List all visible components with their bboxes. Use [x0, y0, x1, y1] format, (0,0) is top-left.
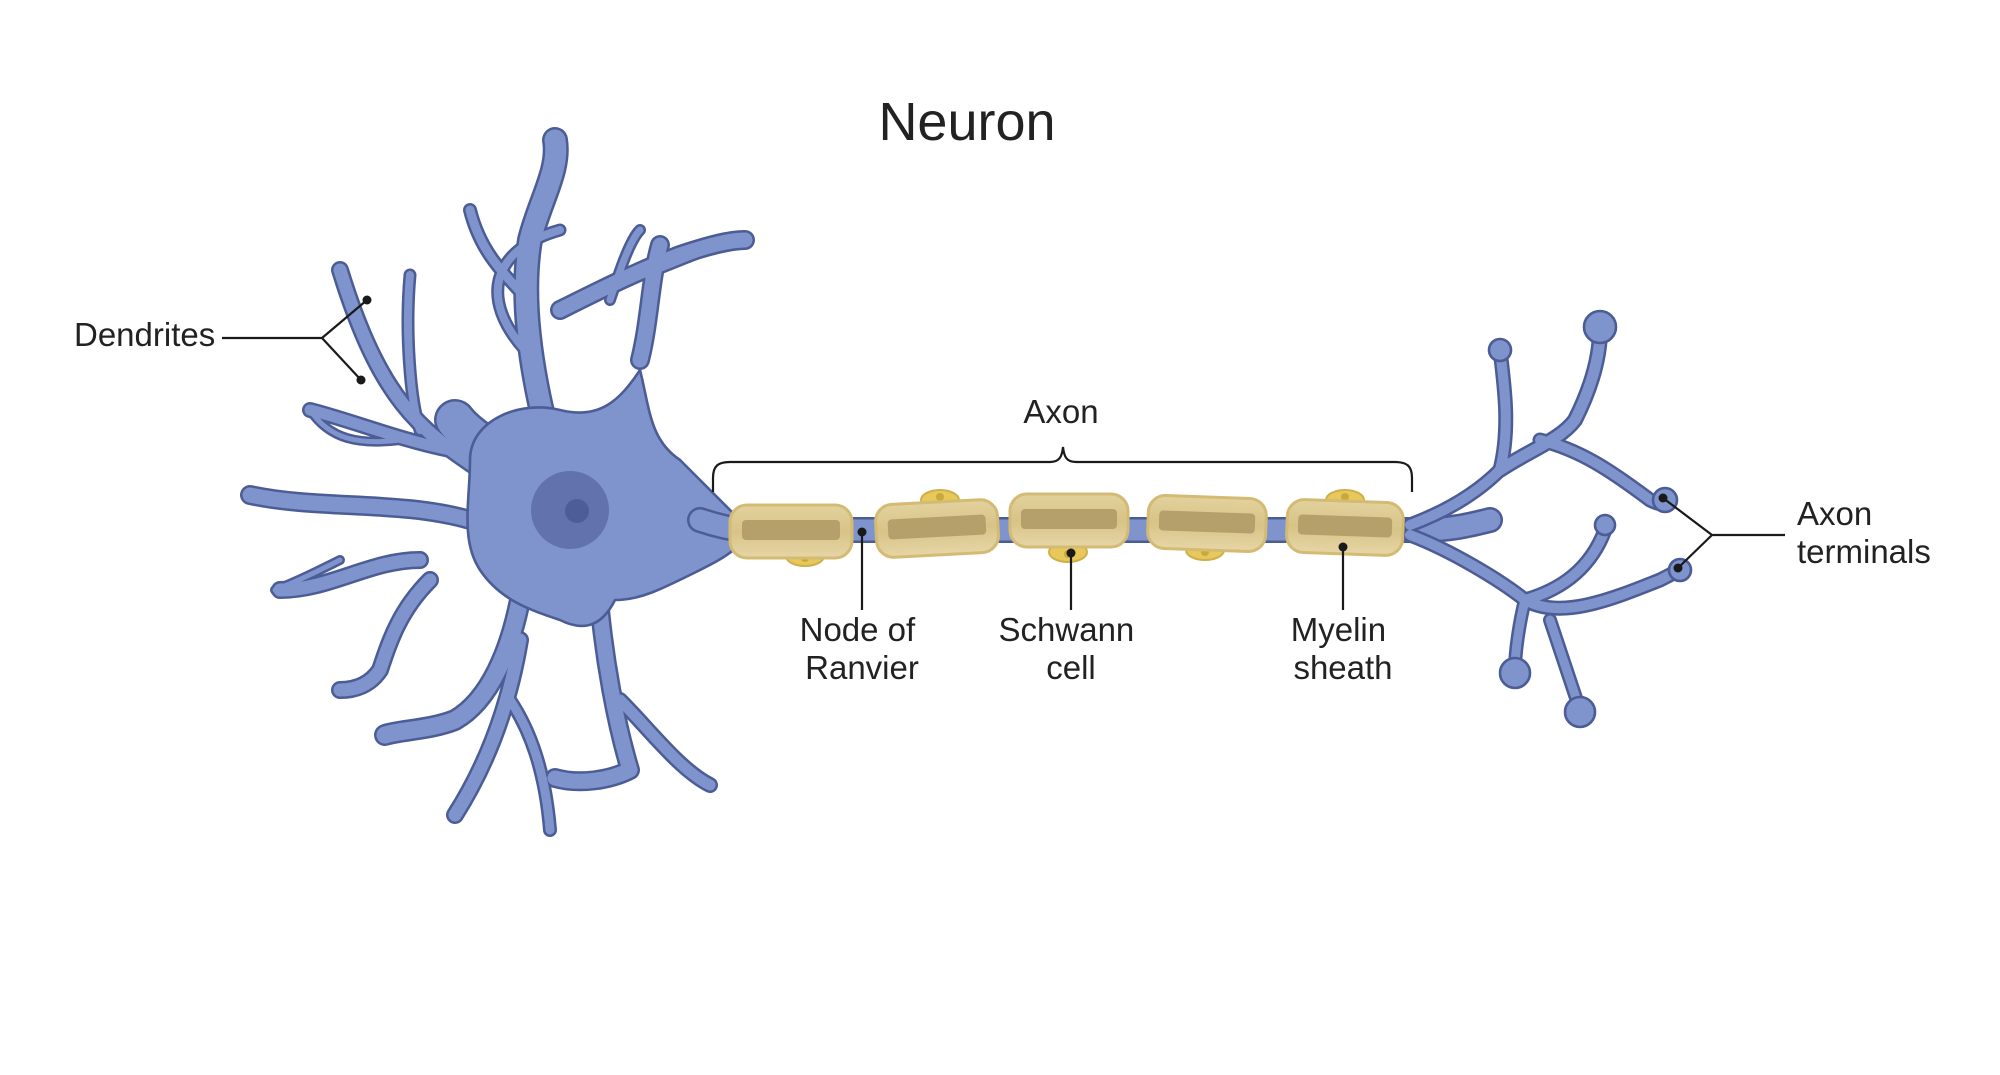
- node-of-ranvier-label: Node of Ranvier: [800, 611, 925, 686]
- myelin-segment: [1008, 492, 1130, 563]
- nucleolus: [565, 499, 589, 523]
- axon-terminals-label: Axon terminals: [1797, 495, 1931, 570]
- myelin-segment: [1285, 489, 1405, 557]
- dendrites-callout: Dendrites: [74, 295, 372, 385]
- node-of-ranvier-callout: Node of Ranvier: [800, 527, 925, 686]
- axon-terminals-callout: Axon terminals: [1658, 493, 1931, 573]
- schwann-cell-label: Schwann cell: [999, 611, 1144, 686]
- axon-label: Axon: [1023, 393, 1098, 430]
- dendrites-label: Dendrites: [74, 316, 215, 353]
- myelin-segment: [874, 489, 1000, 559]
- myelin-sheath-callout: Myelin sheath: [1291, 542, 1396, 686]
- myelin-sheath-segments: [728, 489, 1405, 567]
- myelin-segment: [1146, 494, 1268, 561]
- diagram-title: Neuron: [878, 92, 1055, 152]
- neuron-cell: [240, 127, 1693, 837]
- terminal-bulbs: [1487, 309, 1693, 729]
- axon-callout: Axon: [711, 393, 1414, 492]
- schwann-cell-callout: Schwann cell: [999, 548, 1144, 686]
- myelin-sheath-label: Myelin sheath: [1291, 611, 1396, 686]
- myelin-segment: [728, 503, 854, 567]
